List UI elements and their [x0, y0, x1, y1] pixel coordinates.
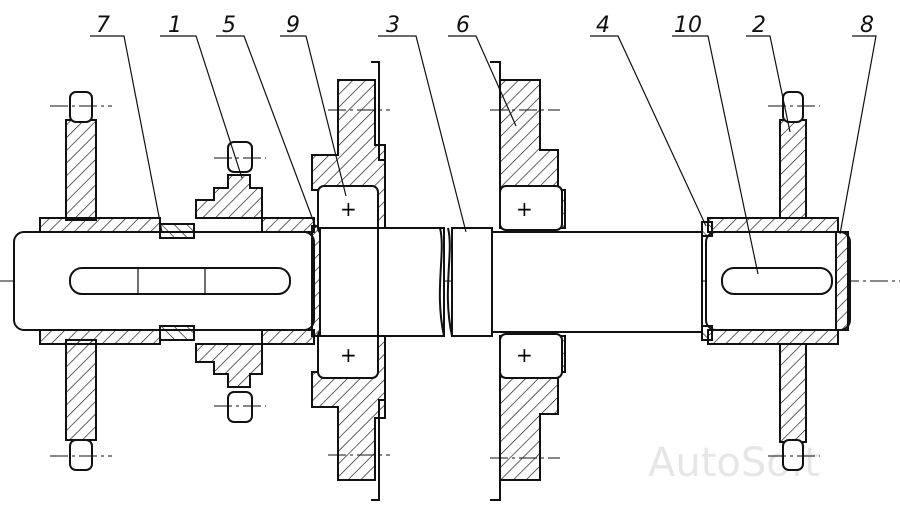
end-cap-8 [835, 231, 849, 331]
callout-10: 10 [674, 13, 702, 38]
callout-5: 5 [222, 13, 236, 38]
callout-7: 7 [96, 13, 110, 38]
leader-lines [90, 35, 877, 275]
callout-8: 8 [860, 13, 874, 38]
svg-text:+: + [340, 343, 357, 367]
right-key-10 [721, 267, 833, 295]
callout-2: 2 [752, 13, 766, 38]
left-bearing-housing [311, 61, 390, 501]
callout-4: 4 [596, 13, 610, 38]
right-bearing-plus-marks: + + [516, 197, 533, 367]
right-large-sprocket-2 [768, 91, 820, 471]
spacer-ring-5 [311, 225, 321, 337]
svg-text:+: + [340, 197, 357, 221]
left-large-sprocket [50, 91, 112, 471]
shaft-3 [319, 227, 703, 337]
callout-3: 3 [386, 13, 400, 38]
sleeve-part-1 [159, 223, 195, 341]
left-small-sprocket [195, 141, 315, 423]
callout-9: 9 [286, 13, 300, 38]
left-key [69, 267, 291, 295]
right-bearing-housing-6 [490, 61, 566, 501]
svg-text:+: + [516, 197, 533, 221]
left-bearing-plus-marks: + + [340, 197, 357, 367]
svg-text:+: + [516, 343, 533, 367]
callout-6: 6 [456, 13, 470, 38]
callout-1: 1 [168, 13, 182, 38]
